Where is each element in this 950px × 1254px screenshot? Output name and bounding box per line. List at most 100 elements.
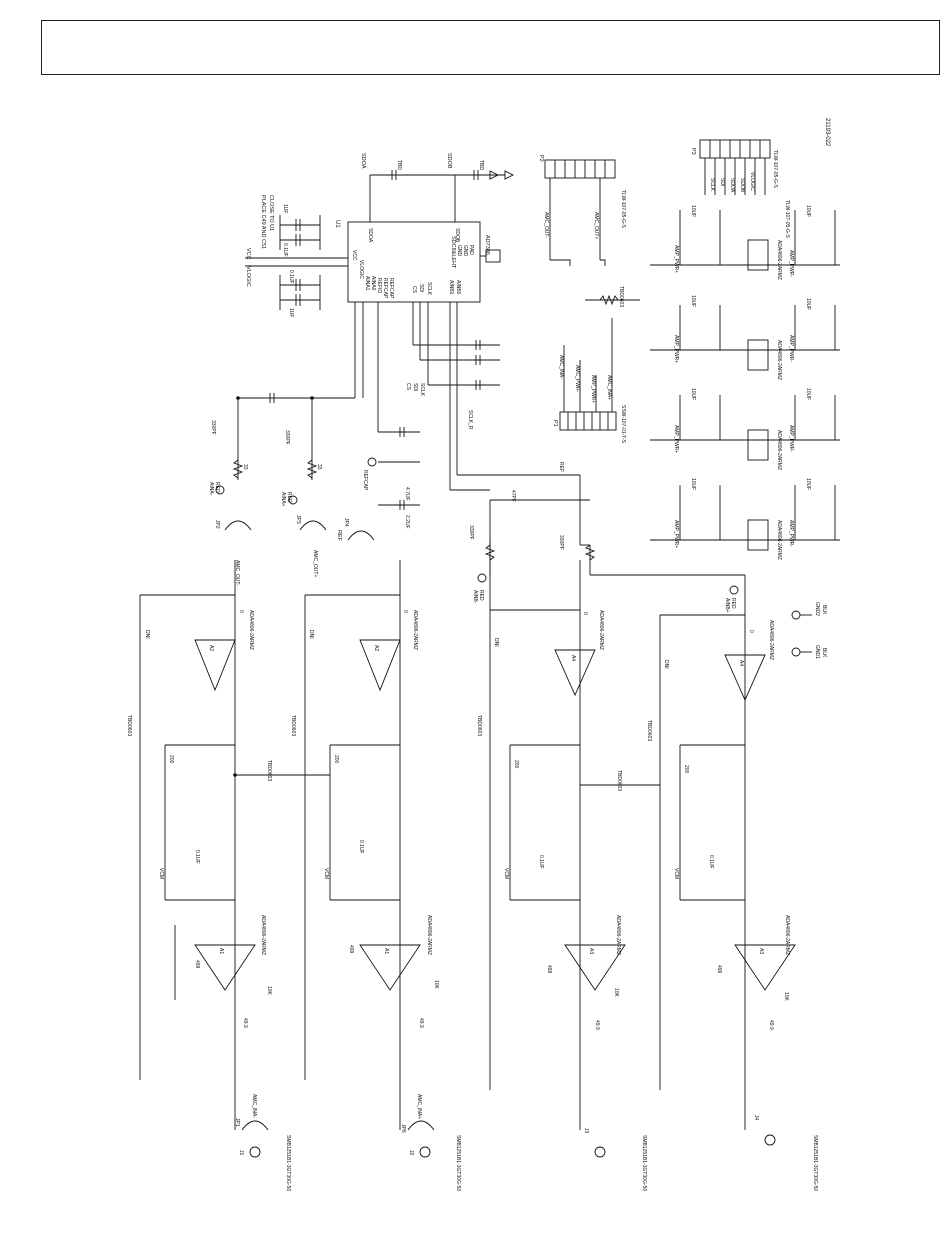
tp-gnd1-color: BLK	[821, 648, 827, 658]
amp-column-2: A2 ADA4896-2ARMZ A1 ADA4896-2ARMZ VCM TB…	[290, 560, 461, 1191]
adc-pin-sdob: SDOB	[454, 228, 460, 243]
adc-u1: U1 AD7386 SDC8&LEHT VCC VLOGIC AINA1 AIN…	[245, 175, 501, 490]
p1-pin-4: AMC_INA+	[606, 375, 612, 400]
cap-10uf-6: 10UF	[805, 388, 811, 400]
cap-value-1uf-b: 1UF	[288, 308, 294, 317]
net-sdoa: SDOA	[360, 153, 366, 169]
cap-2p2uf: 2.2UF	[404, 515, 410, 529]
amp-a2-part: ADA4896-2ARMZ	[248, 610, 254, 650]
sma-j1-part: SMB1251B1-3GT30G-50	[285, 1135, 291, 1191]
jumper-jp1: JP1	[234, 1118, 240, 1127]
c330pf-d: 330PF	[558, 535, 564, 550]
jumper-jp4: JP4	[343, 518, 349, 527]
amp-a4b-part: ADA4896-2ARMZ	[768, 620, 774, 660]
connector-p1: P1 SSW-107-01-T-S AMC_INA- AMC_PWR- AMP_…	[552, 286, 640, 444]
adc-pin-pad: PAD	[468, 245, 474, 255]
connector-p3: P3 TLW-107-05-G-S SCLK SDI SDOA SDOB VLO…	[690, 139, 790, 239]
cap-10uf-8: 10UF	[805, 478, 811, 490]
jumper-jp2: JP2	[214, 520, 220, 529]
c-0p1uf-c: 0.1UF	[538, 855, 544, 869]
connector-p1-part: SSW-107-01-T-S	[620, 405, 626, 444]
net-ref: REF	[336, 530, 342, 542]
amp-pwr-neg-2: AMP_PWR-	[788, 335, 794, 362]
amp-a3-part: ADA4896-2ARMZ	[615, 915, 621, 955]
r-10k-a: 10K	[266, 986, 272, 996]
amp-pwr-neg-4: AMP_PWR-	[788, 520, 794, 547]
amp-a1b-part: ADA4896-2ARMZ	[426, 915, 432, 955]
supply-amp-part-2: ADA4896-2ARMZ	[776, 340, 782, 380]
r-49p9-c: 49.9	[594, 1020, 600, 1030]
net-amc-out-a: AMC_OUT-	[234, 560, 240, 586]
connector-p3-label: P3	[690, 148, 696, 155]
place-caps-note: PLACE C49 AND C51	[260, 195, 266, 249]
jumper-jp6: JP6	[400, 1124, 406, 1133]
dni-b: DNI	[308, 630, 314, 639]
figure-number: 21193-022	[824, 118, 830, 147]
r-200-a: 200	[168, 755, 174, 764]
amp-a1-part: ADA4896-2ARMZ	[260, 915, 266, 955]
connector-p2-label: P2	[538, 155, 544, 162]
amp-pwr-pos-3: AMP_PWR+	[673, 425, 679, 453]
p3-pin-sdoa: SDOA	[729, 178, 735, 193]
net-vcm-4: VCM	[673, 868, 679, 879]
adc-pin-sclk: SCLK	[426, 282, 432, 296]
header-title-box	[41, 20, 940, 75]
adc-pin-sdi: SDI	[418, 284, 424, 292]
r-499-a: 499	[194, 960, 200, 969]
adc-pin-sdoa: SDOA	[367, 228, 373, 243]
ground-test-points: GND2 BLK GND1 BLK	[791, 602, 827, 659]
amp-pwr-neg-3: AMP_PWR-	[788, 425, 794, 452]
sma-j4: J4	[753, 1115, 759, 1121]
r-tbd0603-4: TBD0603	[646, 720, 652, 741]
tp-gnd2-color: BLK	[821, 605, 827, 615]
amp-a3b-part: ADA4896-2ARMZ	[784, 915, 790, 955]
r-49p9-a: 49.9	[242, 1018, 248, 1028]
amp-pwr-neg-1: AMP_PWR-	[788, 250, 794, 277]
amp-pwr-pos-1: AMP_PWR+	[673, 245, 679, 273]
connector-p2: P2 TLW-107-05-G-S AMC_OUT- AMC_OUT+	[538, 155, 626, 266]
aina-path: AINA- RED AINA+ RED 33 33 330PF 330PF	[208, 345, 364, 507]
supply-decoupling: AMP_PWR+ AMP_PWR- AMP_PWR+ AMP_PWR- AMP_…	[650, 205, 840, 560]
amp-a1b-label: A1	[383, 948, 389, 954]
r-49p9-b: 49.9	[418, 1018, 424, 1028]
p1-pin-2: AMC_PWR-	[574, 365, 580, 393]
r-499-b: 499	[348, 945, 354, 954]
supply-amp-part-3: ADA4896-2ARMZ	[776, 430, 782, 470]
c-0p1uf-b: 0.1UF	[358, 840, 364, 854]
sdoa-cap-tbd: TBD	[396, 160, 402, 170]
adc-pin-vlogic: VLOGIC	[358, 260, 364, 279]
net-amc-out-b: AMC_OUT+	[312, 550, 318, 577]
cap-value-0p1uf-a: 0.1UF	[282, 243, 288, 257]
amp-pwr-pos-2: AMP_PWR+	[673, 335, 679, 363]
adc-pin-gnd2: GND	[456, 245, 462, 257]
p2-amc-out-pos: AMC_OUT+	[593, 212, 599, 239]
supply-amp-part-1: ADA4896-2ARMZ	[776, 240, 782, 280]
sdob-cap-tbd: TBD	[478, 160, 484, 170]
net-sdob: SDOB	[446, 153, 452, 169]
net-cs: CS	[405, 383, 411, 391]
resistor-labels: 200 200 200 200 499 499 499 499 10K 10K …	[144, 610, 789, 1030]
amp-column-4: A4 ADA4896-2ARMZ A3 ADA4896-2ARMZ VCM TB…	[646, 575, 818, 1191]
tbd0603-mid-2: TBD0603	[616, 770, 622, 791]
supply-amp-part-4: ADA4896-2ARMZ	[776, 520, 782, 560]
net-vcc: VCC	[245, 248, 251, 260]
cap-10uf-1: 10UF	[690, 205, 696, 217]
c-0p1uf-d: 0.1UF	[708, 855, 714, 869]
cap-value-0p1uf-b: 0.1UF	[288, 270, 294, 284]
adc-package: SDC8&LEHT	[450, 236, 456, 269]
sma-j2-part: SMB1251B1-3GT30G-50	[455, 1135, 461, 1191]
amp-column-3: A4 ADA4896-2ARMZ A3 ADA4896-2ARMZ VCM TB…	[472, 500, 660, 1191]
tp-ainb-neg-color: RED	[478, 590, 484, 601]
tp-ainb-pos-color: RED	[730, 598, 736, 609]
adc-part: AD7386	[484, 235, 490, 255]
p3-pin-sdi: SDI	[719, 178, 725, 186]
r33-a: 33	[242, 464, 248, 470]
tbd0603-mid: TBD0603	[266, 760, 272, 781]
tp-aina-neg: AINA-	[208, 482, 214, 496]
r-tbd0603-p1: TBD0603	[618, 286, 624, 307]
jumpers-top: JP2 JP3 JP4 AMC_OUT- AMC_OUT+	[214, 515, 375, 586]
r-200-d: 200	[683, 765, 689, 774]
r-200-b: 200	[333, 755, 339, 764]
amp-column-1: A2 ADA4896-2ARMZ A1 ADA4896-2ARMZ VCM TB…	[126, 560, 300, 1191]
